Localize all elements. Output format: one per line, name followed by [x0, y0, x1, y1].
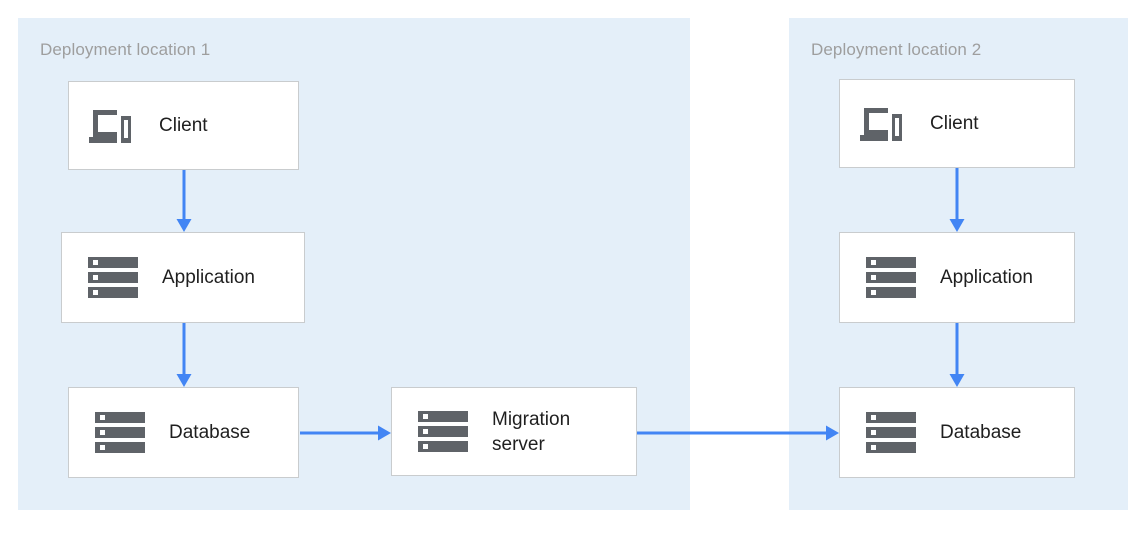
node-client-1[interactable]: Client	[68, 81, 299, 170]
arrow-app2-to-db2	[949, 323, 965, 387]
arrow-migration-to-db2	[637, 425, 839, 441]
node-label-migration-server: Migration server	[492, 408, 571, 455]
node-label-client-1: Client	[159, 115, 208, 136]
devices-icon	[89, 109, 131, 143]
node-database-2[interactable]: Database	[839, 387, 1075, 478]
server-icon	[866, 411, 916, 453]
node-application-2[interactable]: Application	[839, 232, 1075, 323]
server-icon	[866, 256, 916, 298]
arrow-app1-to-db1	[176, 323, 192, 387]
node-database-1[interactable]: Database	[68, 387, 299, 478]
arrow-db1-to-migration	[300, 425, 391, 441]
arrow-client1-to-app1	[176, 170, 192, 232]
node-migration-server[interactable]: Migration server	[391, 387, 637, 476]
node-label-client-2: Client	[930, 113, 979, 134]
server-icon	[88, 256, 138, 298]
node-label-database-1: Database	[169, 422, 251, 443]
server-icon	[418, 410, 468, 452]
server-icon	[95, 411, 145, 453]
node-label-database-2: Database	[940, 422, 1022, 443]
node-label-application-2: Application	[940, 267, 1033, 288]
node-client-2[interactable]: Client	[839, 79, 1075, 168]
node-label-application-1: Application	[162, 267, 255, 288]
devices-icon	[860, 107, 902, 141]
zone-label-1: Deployment location 1	[40, 40, 211, 59]
arrow-client2-to-app2	[949, 168, 965, 232]
zone-label-2: Deployment location 2	[811, 40, 982, 59]
node-application-1[interactable]: Application	[61, 232, 305, 323]
